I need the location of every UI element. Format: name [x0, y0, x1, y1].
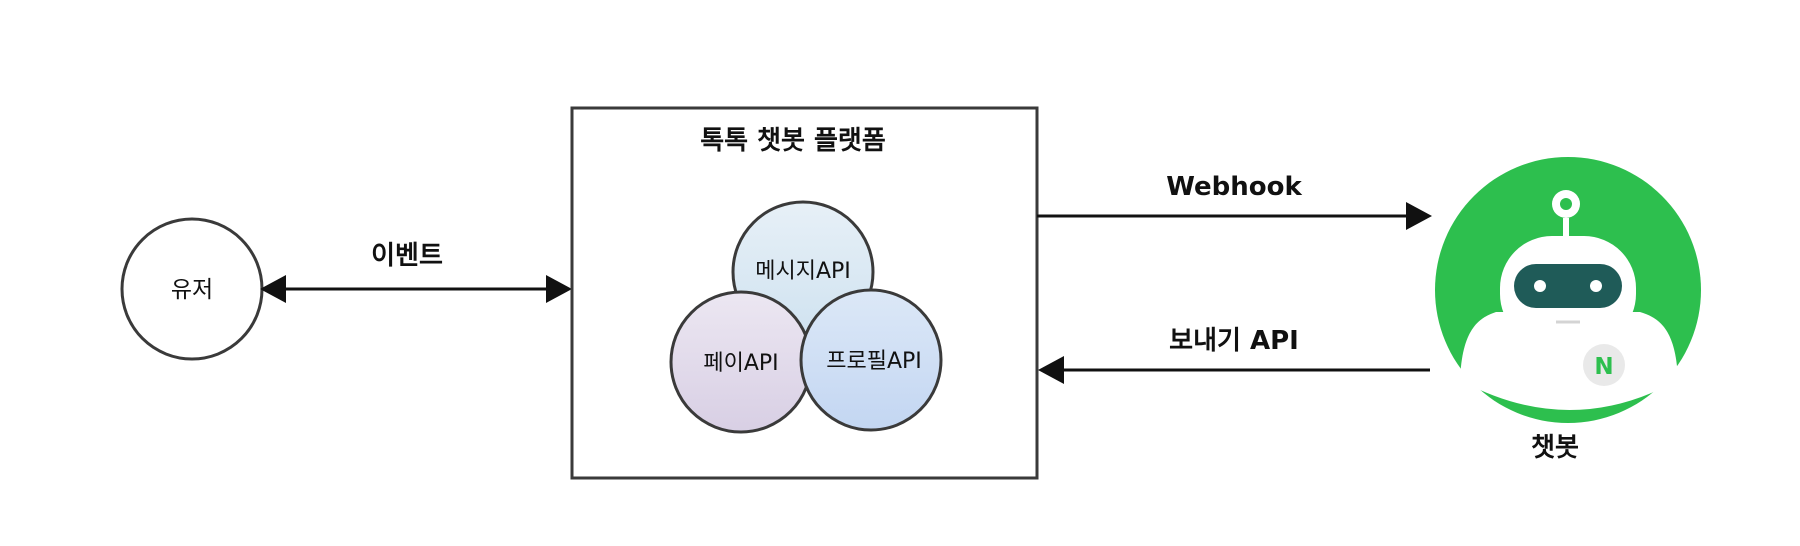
chatbot-label: 챗봇: [1531, 433, 1579, 463]
send-api-arrow: 보내기 API: [1038, 326, 1430, 384]
chatbot-node: N 챗봇: [1435, 157, 1701, 463]
naver-badge: [1583, 344, 1625, 386]
event-arrow: 이벤트: [260, 241, 572, 303]
api-circles: 메시지API 페이API 프로필API: [669, 200, 943, 434]
badge-letter: N: [1594, 354, 1613, 380]
message-api-label: 메시지API: [755, 259, 851, 284]
send-api-label: 보내기 API: [1169, 326, 1299, 356]
profile-api-circle: [799, 288, 943, 432]
platform-title: 톡톡 챗봇 플랫폼: [700, 126, 886, 156]
event-arrowhead-left: [260, 275, 286, 303]
robot-icon: N: [1460, 190, 1678, 410]
user-node: 유저: [120, 217, 264, 361]
event-arrowhead-right: [546, 275, 572, 303]
webhook-arrowhead: [1406, 202, 1432, 230]
user-label: 유저: [171, 277, 213, 303]
pay-api-label: 페이API: [703, 351, 778, 376]
webhook-label: Webhook: [1166, 172, 1302, 202]
webhook-arrow: Webhook: [1037, 172, 1432, 230]
event-label: 이벤트: [371, 241, 443, 271]
profile-api-label: 프로필API: [826, 349, 922, 374]
platform-box: 톡톡 챗봇 플랫폼 메시지API 페이API 프로필API: [570, 106, 1039, 480]
send-api-arrowhead: [1038, 356, 1064, 384]
